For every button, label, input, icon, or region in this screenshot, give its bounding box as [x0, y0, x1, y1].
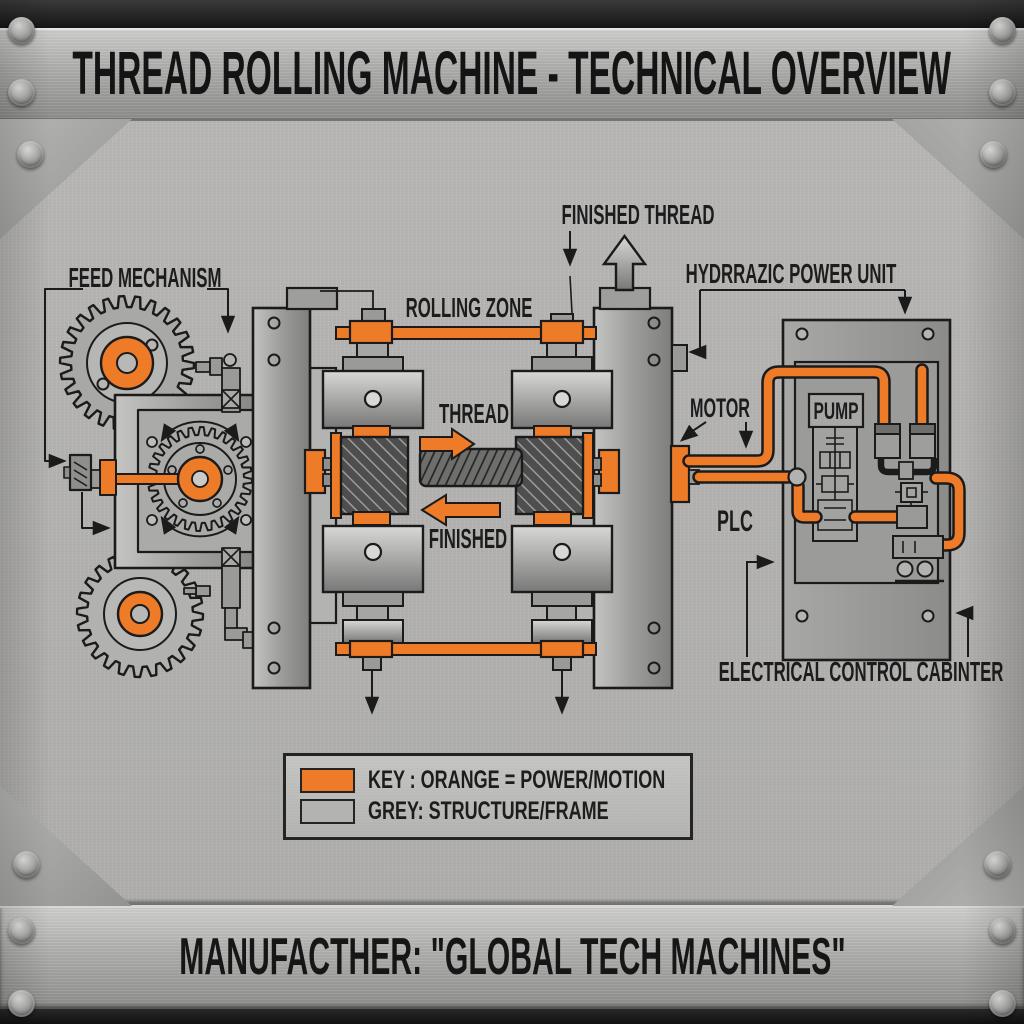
motor-block [669, 444, 691, 504]
legend-orange-swatch [300, 768, 355, 793]
hydraulic-pointer [691, 289, 905, 352]
valve-block-right [909, 423, 936, 459]
rolling-machine [251, 231, 688, 715]
left-column-cap [285, 286, 339, 311]
motor-pointer [679, 421, 707, 442]
bottom-power-bar [335, 642, 597, 656]
lower-right-roller-stack [510, 511, 614, 671]
hydraulic-system [669, 289, 974, 662]
rivet-icon [984, 851, 1011, 878]
feed-adjuster-knob [63, 453, 117, 496]
rivet-icon [989, 79, 1016, 106]
hydraulic-pipes [682, 363, 966, 552]
label-rolling-zone: ROLLING ZONE [406, 292, 533, 324]
feed-pointer-line [44, 288, 83, 469]
rivet-icon [13, 851, 40, 878]
upper-left-roller-stack [321, 308, 425, 440]
label-finished-thread: FINISHED THREAD [561, 199, 714, 231]
valve-junction [898, 461, 914, 480]
finished-thread-pointer-tail [569, 275, 573, 314]
cabinet-pointer [955, 605, 974, 657]
left-column [251, 306, 312, 690]
rotation-arrow-icon [160, 515, 240, 538]
rivet-icon [8, 17, 35, 44]
rivet-icon [989, 917, 1016, 944]
legend-grey-swatch [300, 799, 355, 824]
label-hydraulic-power-unit: HYDRRAZIC POWER UNIT [686, 258, 897, 290]
label-plc: PLC [717, 506, 753, 539]
manufacturer-line: MANUFACTHER: "GLOBAL TECH MACHINES" [0, 908, 1024, 1006]
legend-box: KEY : ORANGE = POWER/MOTION GREY: STRUCT… [283, 753, 693, 840]
title-plate [0, 28, 1024, 121]
upper-right-roller-stack [510, 313, 614, 440]
relay-block [896, 505, 928, 529]
finished-flow-arrow-icon [420, 493, 501, 527]
terminal-block [892, 535, 944, 583]
valve-block-left [874, 423, 901, 459]
label-pump: PUMP [813, 399, 858, 425]
rivet-icon [8, 990, 35, 1017]
rotation-arrow-icon [160, 420, 240, 443]
rivet-icon [989, 17, 1016, 44]
thread-flow-arrow-icon [419, 427, 476, 461]
legend-row-structure: GREY: STRUCTURE/FRAME [368, 797, 609, 825]
cabinet-pointer [746, 554, 775, 657]
rivet-icon [8, 917, 35, 944]
pipe-junction-node [787, 467, 807, 487]
diagram-labels: FEED MECHANISM ROLLING ZONE FINISHED THR… [68, 199, 1003, 688]
rivet-icon [8, 79, 35, 106]
lower-left-roller-stack [321, 511, 425, 671]
legend-row-power: KEY : ORANGE = POWER/MOTION [368, 766, 666, 794]
label-finished: FINISHED [429, 523, 507, 555]
rivet-icon [989, 990, 1016, 1017]
label-motor: MOTOR [690, 393, 750, 423]
solenoid-box [895, 482, 928, 506]
right-column [592, 306, 674, 690]
label-feed-mechanism: FEED MECHANISM [68, 262, 221, 294]
feed-gear-bottom [75, 549, 205, 679]
label-electrical-cabinet: ELECTRICAL CONTROL CABINTER [719, 656, 1004, 688]
finished-thread-arrow-icon [601, 233, 648, 292]
page-title-text: THREAD ROLLING MACHINE - TECHNICAL OVERV… [72, 39, 952, 107]
top-power-bar [335, 326, 597, 340]
feed-pointer-line [81, 492, 111, 536]
bottom-dark-edge [0, 1006, 1024, 1024]
footer-plate [0, 905, 1024, 1009]
cap-link-line [320, 290, 374, 310]
page-title: THREAD ROLLING MACHINE - TECHNICAL OVERV… [0, 28, 1024, 118]
thread-workpiece [418, 447, 524, 488]
manufacturer-text: MANUFACTHER: "GLOBAL TECH MACHINES" [178, 928, 846, 986]
rivet-icon [17, 141, 44, 168]
label-thread: THREAD [439, 398, 509, 430]
gearbox-fitting-top [195, 353, 241, 413]
feed-mechanism [44, 288, 284, 679]
top-dark-edge [0, 0, 1024, 28]
rivet-icon [980, 141, 1007, 168]
feed-pointer-line [207, 288, 236, 334]
column-tab [671, 344, 688, 372]
